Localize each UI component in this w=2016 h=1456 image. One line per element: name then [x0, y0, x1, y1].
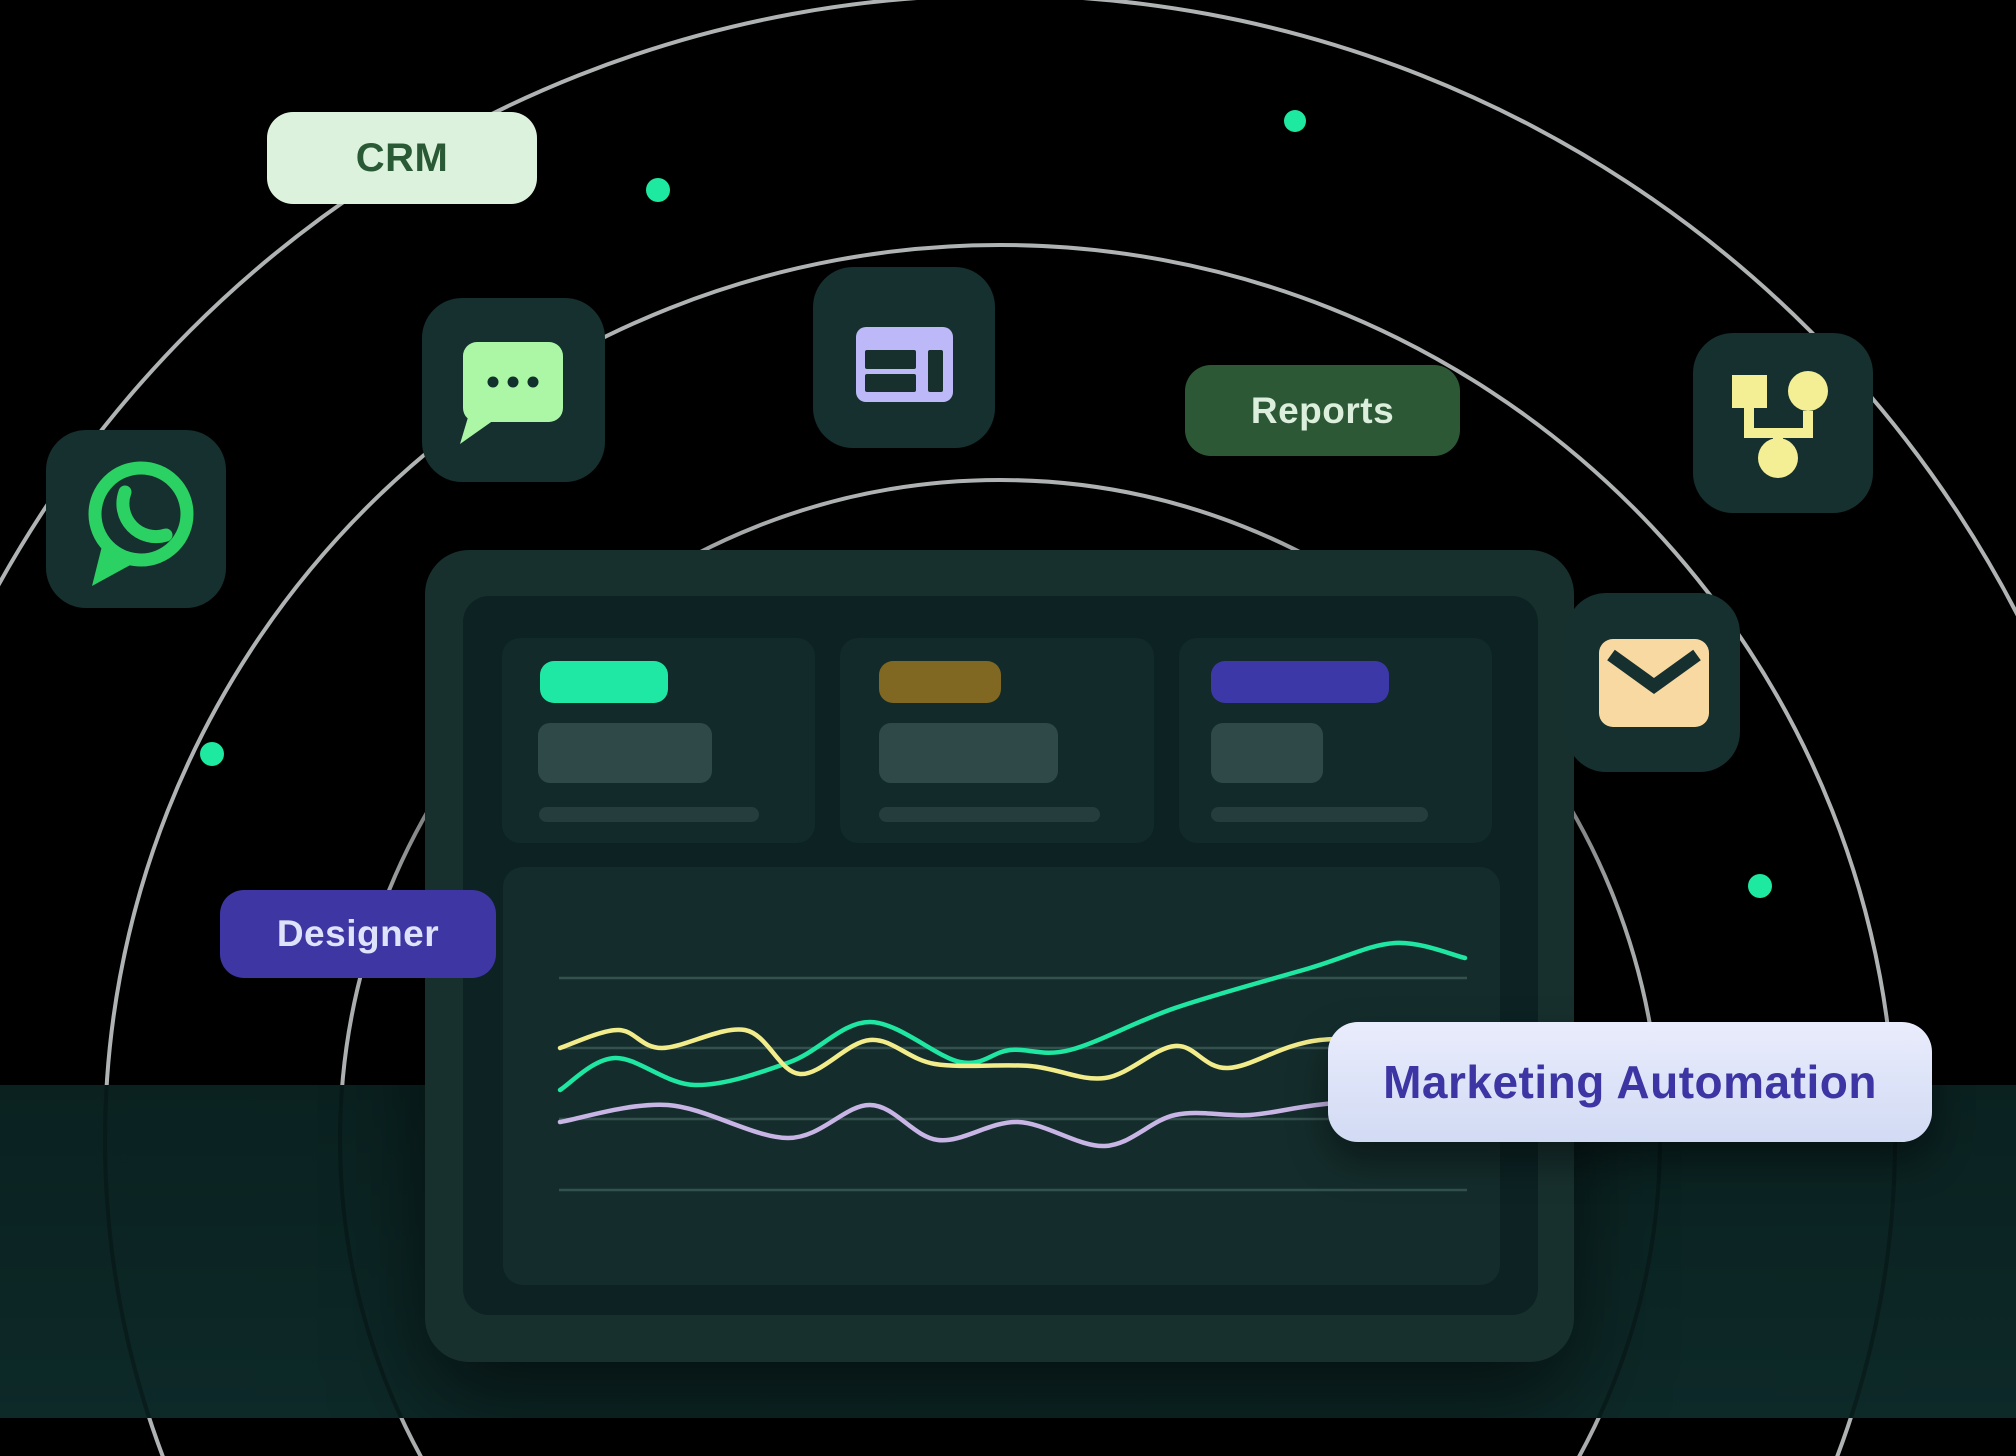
- mail-app-card: [1566, 593, 1740, 772]
- designer-badge-label: Designer: [276, 913, 440, 954]
- stat-cards-row: [502, 638, 1492, 843]
- card-accent-pill: [1210, 661, 1389, 703]
- git-branch-icon: [1732, 371, 1828, 478]
- chat-bubble-icon: [460, 342, 563, 444]
- whatsapp-app-card: [46, 430, 226, 608]
- card-accent-pill: [540, 661, 668, 703]
- dot-icon: [200, 742, 224, 766]
- layout-icon: [856, 327, 953, 402]
- card-placeholder-bar: [539, 807, 759, 822]
- reports-badge-label: Reports: [1250, 389, 1395, 431]
- card-placeholder-block: [538, 723, 712, 783]
- layout-app-card: [813, 267, 995, 448]
- designer-badge: Designer: [220, 890, 496, 978]
- card-accent-pill: [879, 661, 1002, 703]
- whatsapp-icon: [88, 461, 194, 586]
- dot-icon: [1284, 110, 1306, 132]
- card-placeholder-block: [1210, 723, 1323, 783]
- crm-badge-label: CRM: [355, 135, 449, 180]
- marketing-automation-badge: Marketing Automation: [1328, 1022, 1932, 1142]
- mail-icon: [1599, 639, 1709, 727]
- chart-line-yellow: [557, 1027, 1468, 1081]
- line-chart: [557, 940, 1468, 1192]
- dot-icon: [646, 178, 670, 202]
- stat-card: [502, 638, 816, 843]
- crm-badge: CRM: [267, 112, 537, 204]
- stat-card: [1178, 638, 1492, 843]
- stat-card: [840, 638, 1154, 843]
- card-placeholder-block: [879, 723, 1059, 783]
- chat-app-card: [422, 298, 605, 482]
- chart-line-green: [557, 940, 1468, 1093]
- card-placeholder-bar: [879, 807, 1101, 822]
- dashboard-window: [425, 550, 1574, 1362]
- reports-badge: Reports: [1185, 365, 1460, 456]
- card-placeholder-bar: [1210, 807, 1428, 822]
- dashboard-panel: [463, 596, 1538, 1315]
- accent-dots: [200, 110, 1772, 898]
- marketing-automation-badge-label: Marketing Automation: [1383, 1056, 1877, 1108]
- git-app-card: [1693, 333, 1873, 513]
- dot-icon: [1748, 874, 1772, 898]
- chart-line-lavender: [557, 1089, 1468, 1149]
